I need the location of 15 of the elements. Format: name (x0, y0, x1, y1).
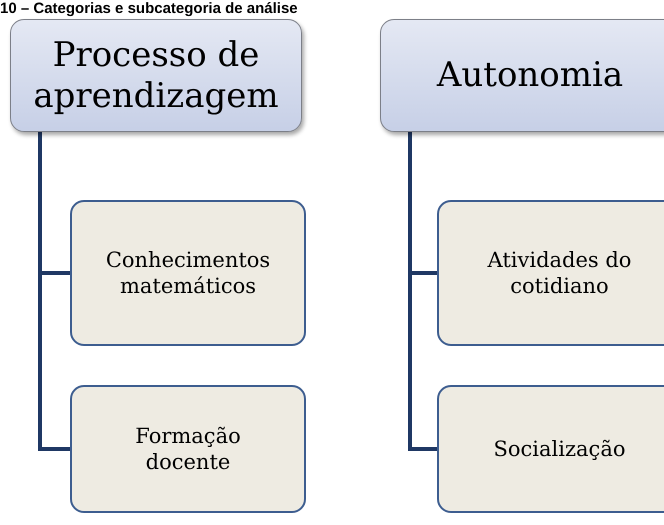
box-label: Processo de aprendizagem (32, 34, 280, 116)
box-label: Conhecimentos matemáticos (106, 246, 270, 300)
box-label: Atividades do cotidiano (486, 246, 632, 300)
category-box (380, 19, 664, 132)
subcategory-box (437, 200, 664, 346)
subcategory-box (437, 385, 664, 513)
category-box (10, 19, 302, 132)
box-label: Socialização (494, 436, 626, 462)
connector-line (408, 132, 437, 451)
box-label: Autonomia (436, 55, 624, 96)
box-label: Formação docente (134, 422, 242, 476)
diagram-title: 10 – Categorias e subcategoria de análise (0, 0, 298, 17)
connector-line (38, 132, 70, 451)
subcategory-box (70, 385, 306, 513)
subcategory-box (70, 200, 306, 346)
